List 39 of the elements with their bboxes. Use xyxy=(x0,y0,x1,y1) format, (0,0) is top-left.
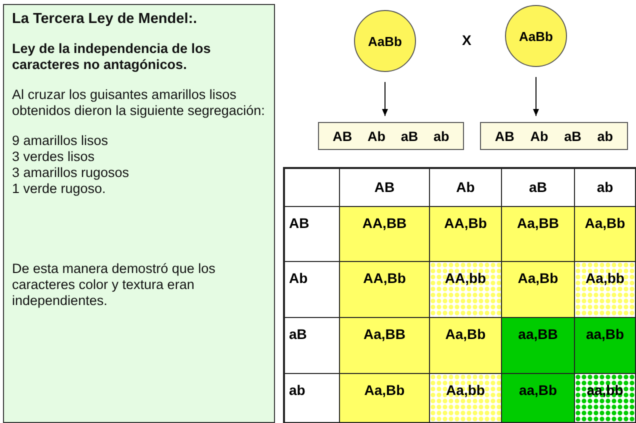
arrow xyxy=(382,82,388,116)
gamete-label: Ab xyxy=(530,128,548,144)
gamete-label: aB xyxy=(564,128,582,144)
list-item: 3 amarillos rugosos xyxy=(12,165,130,181)
panel-heading: Ley de la independencia de los caracteres no antagónicos. xyxy=(12,41,212,73)
list-item: 1 verde rugoso. xyxy=(12,181,107,197)
punnett-cell: Aa,Bb xyxy=(575,207,636,262)
gamete-label: aB xyxy=(400,128,418,144)
punnett-cell: Aa,BB xyxy=(502,207,575,262)
genotype-circle: AaBb xyxy=(505,5,567,67)
punnett-cell: aa,Bb xyxy=(575,318,636,374)
list-item: 9 amarillos lisos xyxy=(12,133,110,149)
genotype-circle: AaBb xyxy=(354,10,416,72)
gamete-box xyxy=(318,122,464,150)
gamete-label: AB xyxy=(332,128,352,144)
punnett-cell: AA,bb xyxy=(430,262,502,318)
punnett-cell: Aa,BB xyxy=(340,318,430,374)
punnett-cell: aa,Bb xyxy=(502,374,575,423)
gamete-box xyxy=(480,122,628,150)
punnett-cell: Aa,Bb xyxy=(430,318,502,374)
gamete-label: ab xyxy=(597,128,614,144)
punnett-cell: Aa,bb xyxy=(430,374,502,423)
gamete-label: AB xyxy=(494,128,514,144)
punnett-cell: Aa,Bb xyxy=(502,262,575,318)
gamete-label: ab xyxy=(434,128,450,144)
cross-sign: X xyxy=(462,32,472,48)
punnett-cell: AA,Bb xyxy=(340,262,430,318)
paragraph: Al cruzar los guisantes amarillos lisos obtenidos dieron la siguiente segregación: xyxy=(12,87,266,119)
punnett-cell: AA,BB xyxy=(340,207,430,262)
panel-title: La Tercera Ley de Mendel:. xyxy=(12,11,198,27)
punnett-cell: AA,Bb xyxy=(430,207,502,262)
arrow xyxy=(533,76,539,116)
paragraph: De esta manera demostró que los caracteres color y textura eran independientes. xyxy=(12,261,216,309)
punnett-cell: aa,BB xyxy=(502,318,575,374)
list-item: 3 verdes lisos xyxy=(12,149,96,165)
gamete-label: Ab xyxy=(368,128,386,144)
punnett-cell: Aa,bb xyxy=(575,262,636,318)
punnett-cell: Aa,Bb xyxy=(340,374,430,423)
text-panel xyxy=(3,4,275,423)
